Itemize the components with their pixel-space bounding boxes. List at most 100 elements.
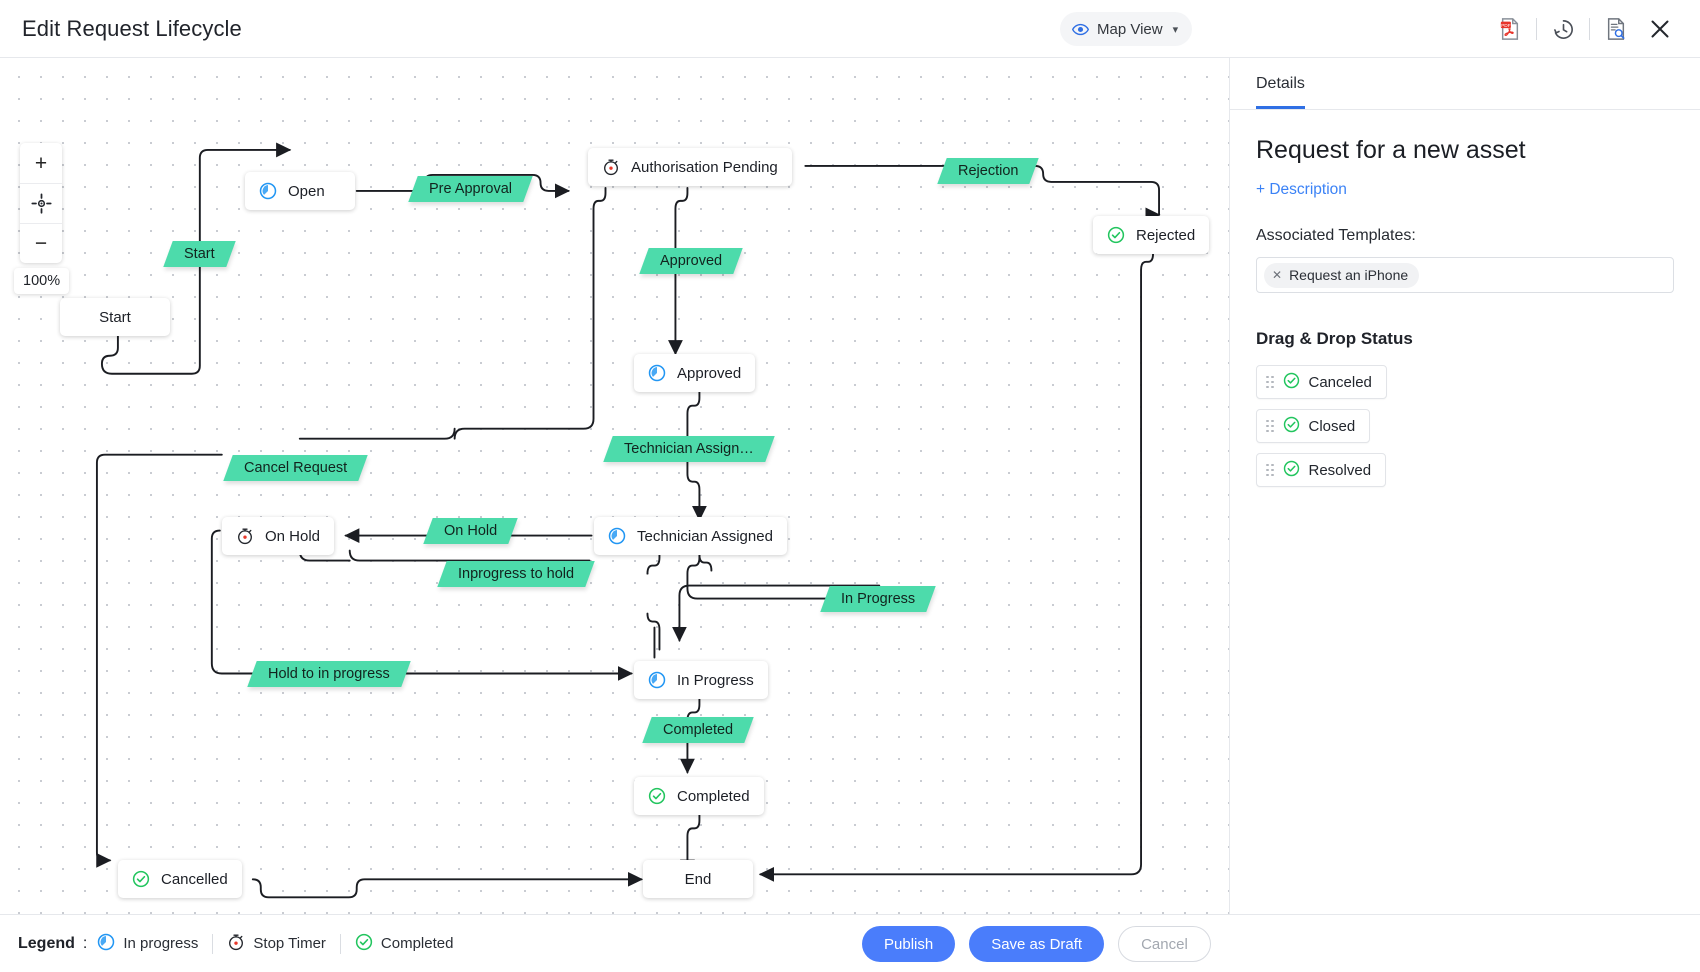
drag-drop-item-label: Canceled (1308, 373, 1372, 391)
footer-actions: Publish Save as Draft Cancel (862, 926, 1211, 962)
node-completed[interactable]: Completed (634, 777, 764, 815)
legend-item-in-progress: In progress (97, 933, 212, 955)
panel-title: Request for a new asset (1256, 136, 1526, 164)
node-end[interactable]: End (643, 860, 753, 898)
header-divider (1536, 18, 1537, 40)
close-icon[interactable]: ✕ (1272, 268, 1283, 282)
node-authorisation-pending[interactable]: Authorisation Pending (588, 148, 792, 186)
node-technician-assigned[interactable]: Technician Assigned (594, 517, 787, 555)
drag-drop-item-label: Closed (1308, 417, 1356, 435)
node-start[interactable]: Start (60, 298, 170, 336)
edge-label-completed[interactable]: Completed (642, 717, 754, 743)
edge-label-on-hold[interactable]: On Hold (423, 518, 518, 544)
zoom-in-button[interactable]: + (34, 151, 48, 175)
details-panel: Details Request for a new asset + Descri… (1230, 58, 1700, 914)
legend-divider (339, 933, 341, 954)
in-progress-icon (259, 182, 277, 200)
edge-label-cancel-request[interactable]: Cancel Request (223, 455, 368, 481)
crosshair-icon[interactable] (20, 183, 62, 223)
zoom-percent-label: 100% (14, 268, 70, 294)
node-cancelled[interactable]: Cancelled (118, 860, 242, 898)
associated-templates-label: Associated Templates: (1256, 227, 1416, 244)
edge-label-inprogress-to-hold[interactable]: Inprogress to hold (437, 561, 595, 587)
add-description-link[interactable]: + Description (1256, 181, 1347, 198)
associated-templates-field[interactable]: ✕ Request an iPhone (1256, 257, 1674, 293)
node-label: Cancelled (161, 870, 228, 888)
drag-handle-icon[interactable] (1266, 375, 1274, 389)
node-label: End (684, 870, 712, 888)
edge-label-hold-to-in-progress[interactable]: Hold to in progress (247, 661, 411, 687)
map-view-label: Map View (1097, 20, 1163, 38)
node-open[interactable]: Open (245, 172, 355, 210)
node-label: Open (288, 182, 325, 200)
eye-icon (1072, 21, 1089, 38)
zoom-controls: + − (20, 143, 62, 263)
legend-footer-bar: Legend : In progress Stop Timer (0, 914, 1700, 972)
document-search-icon[interactable] (1594, 7, 1638, 51)
edge-label-in-progress[interactable]: In Progress (820, 586, 936, 612)
completed-icon (132, 870, 150, 888)
stop-timer-icon (227, 933, 245, 955)
edge-label-text: Start (184, 246, 215, 262)
edge-label-start[interactable]: Start (163, 241, 236, 267)
drag-drop-item-closed[interactable]: Closed (1256, 409, 1371, 443)
zoom-out-button[interactable]: − (20, 223, 62, 263)
node-label: In Progress (677, 671, 754, 689)
completed-icon (1107, 226, 1125, 244)
edge-label-approved[interactable]: Approved (639, 248, 743, 274)
stop-timer-icon (236, 527, 254, 545)
drag-handle-icon[interactable] (1266, 463, 1274, 477)
drag-handle-icon[interactable] (1266, 419, 1274, 433)
node-label: Authorisation Pending (631, 158, 778, 176)
close-icon[interactable] (1638, 7, 1682, 51)
template-chip[interactable]: ✕ Request an iPhone (1264, 262, 1420, 288)
lifecycle-canvas[interactable]: + − 100% (0, 58, 1230, 914)
map-view-button[interactable]: Map View ▾ (1060, 12, 1193, 46)
legend-item-completed: Completed (341, 933, 468, 955)
header-divider (1589, 18, 1590, 40)
in-progress-icon (97, 933, 115, 955)
edge-label-text: Technician Assign… (624, 441, 754, 457)
legend-label: Legend (18, 934, 75, 952)
drag-drop-item-resolved[interactable]: Resolved (1256, 453, 1387, 487)
tab-details[interactable]: Details (1256, 75, 1305, 109)
edge-label-technician-assigned[interactable]: Technician Assign… (603, 436, 775, 462)
node-label: Start (99, 308, 131, 326)
stop-timer-icon (602, 158, 620, 176)
template-chip-label: Request an iPhone (1289, 267, 1409, 283)
app-body: + − 100% (0, 58, 1700, 914)
in-progress-icon (648, 671, 666, 689)
drag-drop-item-canceled[interactable]: Canceled (1256, 365, 1387, 399)
chevron-down-icon: ▾ (1172, 23, 1179, 36)
node-label: Technician Assigned (637, 527, 773, 545)
publish-button[interactable]: Publish (862, 926, 956, 962)
node-rejected[interactable]: Rejected (1093, 216, 1210, 254)
completed-icon (648, 787, 666, 805)
edge-label-text: Rejection (958, 163, 1019, 179)
edge-label-pre-approval[interactable]: Pre Approval (408, 176, 533, 202)
node-label: Rejected (1136, 226, 1196, 244)
completed-icon (355, 933, 373, 955)
page-title: Edit Request Lifecycle (22, 15, 242, 41)
node-label: Completed (677, 787, 750, 805)
drag-drop-status-title: Drag & Drop Status (1256, 329, 1413, 348)
drag-drop-status-list: Canceled Closed Resolv (1256, 365, 1674, 487)
edge-label-text: Hold to in progress (268, 666, 390, 682)
export-pdf-icon[interactable]: PDF (1488, 7, 1532, 51)
edge-label-text: Completed (663, 722, 734, 738)
edge-label-text: Cancel Request (244, 460, 348, 476)
node-on-hold[interactable]: On Hold (222, 517, 335, 555)
panel-content: Request for a new asset + Description As… (1230, 110, 1700, 487)
panel-tab-bar: Details (1230, 58, 1700, 110)
svg-text:PDF: PDF (1501, 23, 1511, 29)
in-progress-icon (648, 364, 666, 382)
edge-label-rejection[interactable]: Rejection (937, 158, 1040, 184)
history-clock-icon[interactable] (1541, 7, 1585, 51)
edge-label-text: In Progress (841, 591, 916, 607)
edge-label-text: On Hold (444, 523, 498, 539)
node-approved[interactable]: Approved (634, 354, 756, 392)
cancel-button[interactable]: Cancel (1118, 926, 1211, 962)
node-in-progress[interactable]: In Progress (634, 661, 768, 699)
save-as-draft-button[interactable]: Save as Draft (969, 926, 1105, 962)
completed-icon (1283, 372, 1300, 393)
